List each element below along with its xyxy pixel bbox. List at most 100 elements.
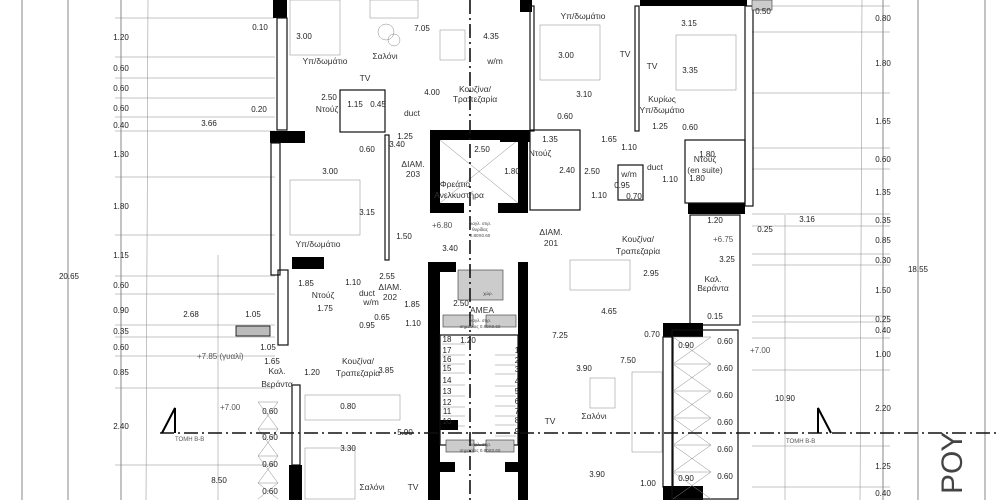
room-labels: Υπ/δωμάτιο Σαλόνι Ντούζ TV w/m Κουζίνα/ … [261, 11, 729, 492]
room-label: Σαλόνι [372, 51, 397, 61]
dimension-label: 0.80 [875, 14, 891, 23]
dimension-label: 2.55 [379, 272, 395, 281]
room-label: Ντούζ [312, 290, 335, 300]
room-label: Καλ. [704, 274, 721, 284]
dimension-label: 3.10 [576, 90, 592, 99]
level-label: +7.85 (γυαλί) [197, 352, 244, 361]
room-label: duct [404, 108, 421, 118]
dimension-label: 0.60 [717, 418, 733, 427]
dimension-label: 0.15 [707, 312, 723, 321]
dimension-line [672, 390, 712, 419]
dimension-label: 1.20 [304, 368, 320, 377]
tv-label: TV [360, 73, 371, 83]
dimension-label: 0.25 [757, 225, 773, 234]
room-label: Κυρίως [648, 94, 676, 104]
dimension-label: 0.60 [875, 155, 891, 164]
stair-step-number: 15 [443, 364, 452, 373]
dimension-label: 0.60 [113, 343, 129, 352]
dimension-label: 1.25 [397, 132, 413, 141]
dimension-label: 0.10 [252, 23, 268, 32]
dimension-label: 3.40 [442, 244, 458, 253]
tv-label: TV [647, 61, 658, 71]
level-label: +7.00 [220, 403, 241, 412]
dimension-label: 2.40 [113, 422, 129, 431]
stair-step-number: 5 [515, 387, 520, 396]
dimension-label: 0.60 [113, 281, 129, 290]
street-name-label: ΡΟΥ [936, 432, 969, 494]
dimension-label: 0.85 [875, 236, 891, 245]
dimension-labels: 1.20 0.60 0.60 0.60 0.40 1.30 1.80 1.15 0.60 0.90… [113, 7, 891, 498]
dimension-label: 1.30 [113, 150, 129, 159]
dimension-label: 2.50 [321, 93, 337, 102]
dimension-label: 3.40 [389, 140, 405, 149]
dimension-label: 0.60 [359, 145, 375, 154]
dimension-label: 1.80 [699, 150, 715, 159]
dimension-label: 0.60 [717, 364, 733, 373]
dimension-label: 0.60 [113, 104, 129, 113]
stair-step-number: 17 [443, 346, 452, 355]
dimension-label: 3.00 [296, 32, 312, 41]
dimension-label: 3.35 [682, 66, 698, 75]
dimension-label: 18.55 [908, 265, 929, 274]
room-label: Σαλόνι [581, 411, 606, 421]
dimension-label: 1.85 [404, 300, 420, 309]
dimension-label: 0.50 [755, 7, 771, 16]
dimension-label: 3.90 [576, 364, 592, 373]
dimension-label: 0.60 [113, 64, 129, 73]
stair-step-number: 2 [515, 356, 520, 365]
dimension-label: 2.50 [474, 145, 490, 154]
note: διαγλ. στιρ. [469, 318, 491, 323]
dimension-label: 1.25 [652, 122, 668, 131]
dimension-line [257, 482, 279, 500]
room-label: Ντούζ [316, 104, 339, 114]
dimension-label: 1.05 [245, 310, 261, 319]
dimension-label: 1.25 [875, 462, 891, 471]
dimension-label: 0.95 [614, 181, 630, 190]
dimension-lines [115, 5, 890, 488]
room-label: Σαλόνι [359, 482, 384, 492]
dimension-label: 0.25 [875, 315, 891, 324]
note: θυρίδας [472, 227, 489, 232]
section-marker-label: ΤΟΜΗ Β-Β [786, 439, 815, 445]
tv-label: TV [408, 482, 419, 492]
apartment-label: ΔΙΑΜ. [539, 227, 562, 237]
dimension-label: 0.90 [678, 474, 694, 483]
dimension-label: 0.60 [717, 337, 733, 346]
dimension-label: 0.60 [682, 123, 698, 132]
dimension-label: 7.25 [552, 331, 568, 340]
dimension-label: 1.80 [875, 59, 891, 68]
dimension-label: 0.60 [262, 433, 278, 442]
dimension-label: 2.50 [584, 167, 600, 176]
dimension-label: 0.90 [113, 306, 129, 315]
dimension-label: 0.85 [113, 368, 129, 377]
tv-label: TV [545, 416, 556, 426]
room-label: Ντούζ [694, 154, 717, 164]
stair-step-number: 12 [443, 398, 452, 407]
dimension-label: 1.10 [662, 175, 678, 184]
level-label: +7.00 [750, 346, 771, 355]
dimension-label: 1.00 [640, 479, 656, 488]
overall-dimensions: 20.65 18.55 8.50 10.90 ΡΟΥ [59, 265, 969, 494]
room-label: Κουζίνα/ [622, 234, 655, 244]
dimension-label: 7.50 [620, 356, 636, 365]
notes: διαγλ. στιρ. θυρίδας 0.80X0.60 χώρ. διαγ… [460, 221, 501, 453]
dimension-label: 0.20 [251, 105, 267, 114]
stair-step-number: 1 [515, 346, 520, 355]
dimension-label: 0.40 [113, 121, 129, 130]
dimension-label: 2.20 [875, 404, 891, 413]
dimension-label: 3.90 [589, 470, 605, 479]
dimension-label: 1.35 [542, 135, 558, 144]
dimension-label: 10.90 [775, 394, 796, 403]
dimension-label: 0.35 [875, 216, 891, 225]
dimension-label: 1.75 [317, 304, 333, 313]
dimension-label: 1.65 [601, 135, 617, 144]
dimension-label: 1.15 [113, 251, 129, 260]
dimension-label: 0.90 [678, 341, 694, 350]
apartment-label: ΔΙΑΜ. [378, 282, 401, 292]
apartment-label: 203 [406, 169, 420, 179]
dimension-label: 3.85 [378, 366, 394, 375]
dimension-line [672, 417, 712, 446]
dimension-label: 0.35 [113, 327, 129, 336]
note: σημασίας 0.80X0.60 [460, 448, 501, 453]
dimension-line [257, 455, 279, 484]
